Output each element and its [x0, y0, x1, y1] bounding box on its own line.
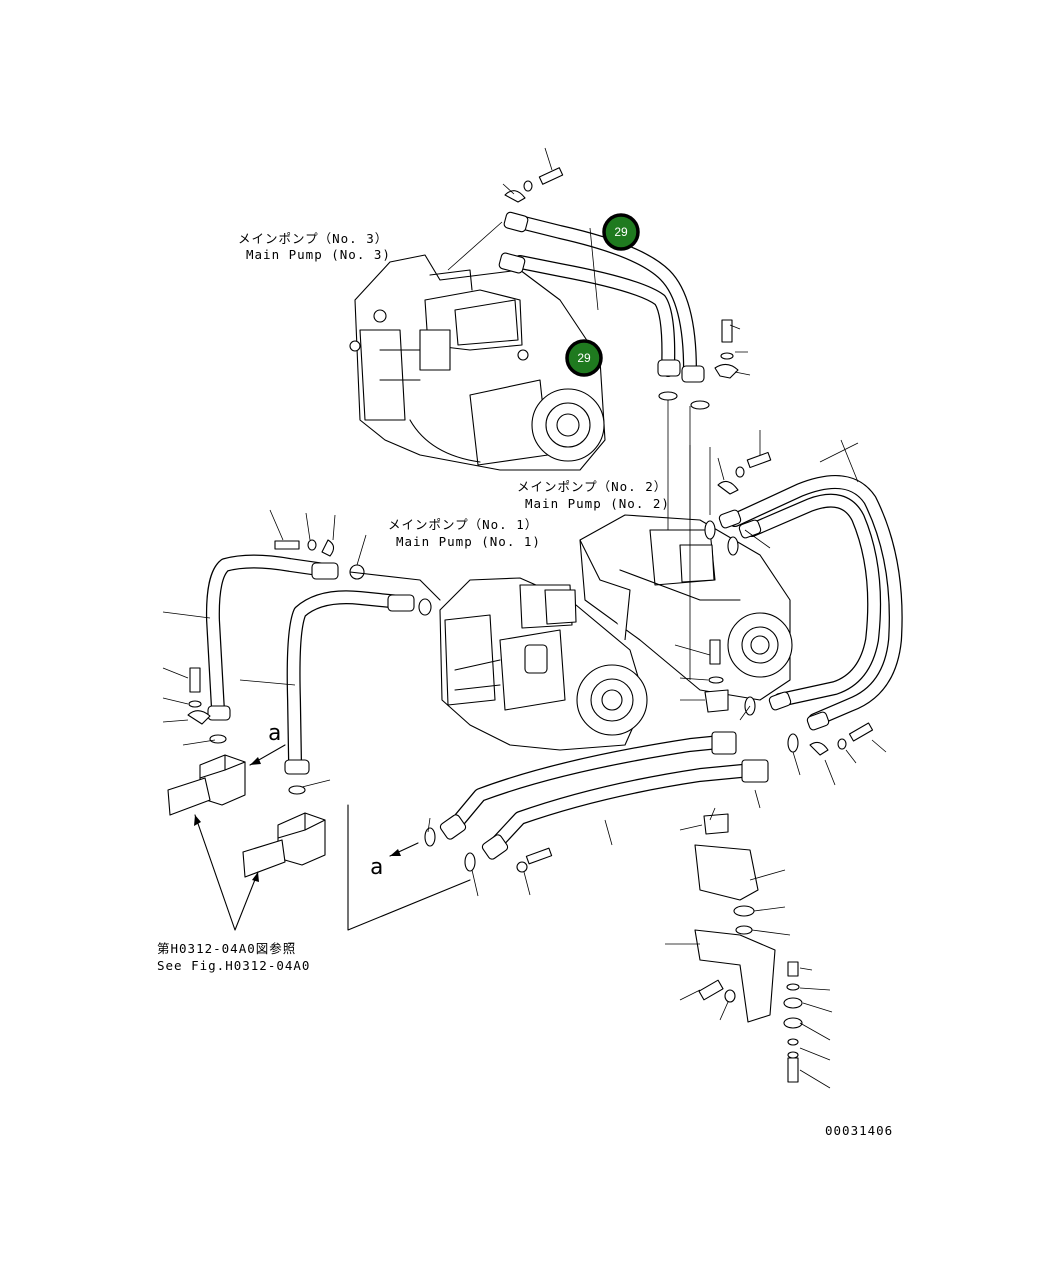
reference-label-jp: 第H0312-04A0図参照	[157, 941, 296, 956]
main-pump-no1	[439, 577, 648, 751]
callout-29-upper[interactable]: 29	[602, 213, 640, 251]
callout-29-upper-number: 29	[614, 225, 628, 239]
view-arrows	[194, 744, 419, 931]
figure-number: 00031406	[825, 1123, 893, 1138]
ref-connector-line	[347, 804, 471, 931]
pump2-label-en: Main Pump (No. 2)	[525, 496, 670, 511]
callout-29-lower[interactable]: 29	[565, 339, 603, 377]
pump1-label-jp: メインポンプ（No. 1）	[388, 517, 538, 532]
reference-label-en: See Fig.H0312-04A0	[157, 958, 310, 973]
pump3-label-en: Main Pump (No. 3)	[246, 247, 391, 262]
view-marker-lower: a	[370, 855, 384, 880]
view-marker-upper: a	[268, 721, 282, 746]
hydraulic-pipes	[205, 215, 903, 852]
callout-29-lower-number: 29	[577, 351, 591, 365]
leader-lines	[162, 147, 887, 1089]
junction-blocks	[167, 754, 326, 878]
pump3-label-jp: メインポンプ（No. 3）	[238, 231, 388, 246]
main-pump-no3	[349, 254, 606, 471]
pump1-label-en: Main Pump (No. 1)	[396, 534, 541, 549]
main-pump-no2	[579, 514, 793, 701]
pump2-label-jp: メインポンプ（No. 2）	[517, 479, 667, 494]
pump1-connector-line	[349, 571, 441, 601]
flanges	[207, 211, 830, 860]
